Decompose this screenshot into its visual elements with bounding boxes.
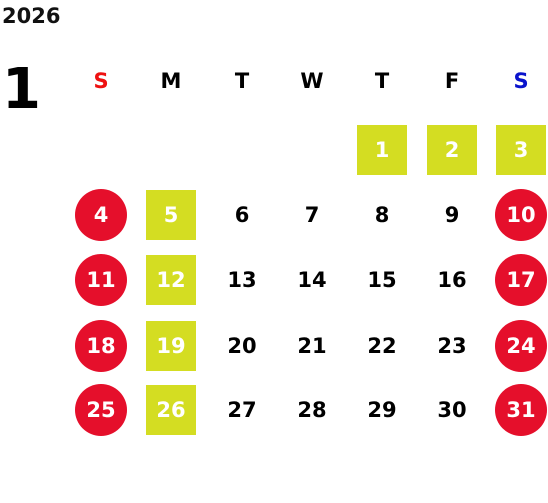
day-cell-13: 13 [217, 255, 267, 305]
day-cell-26: 26 [146, 385, 196, 435]
day-cell-8: 8 [357, 190, 407, 240]
day-number: 8 [374, 203, 390, 227]
day-cell-23: 23 [427, 321, 477, 371]
weekday-thu: T [374, 69, 390, 93]
day-cell-18: 18 [75, 320, 127, 372]
day-number: 9 [444, 203, 460, 227]
day-cell-10: 10 [495, 189, 547, 241]
day-number: 18 [86, 334, 116, 358]
day-number: 21 [297, 334, 327, 358]
day-number: 30 [437, 398, 467, 422]
day-number: 11 [86, 268, 116, 292]
day-number: 31 [506, 398, 536, 422]
day-cell-25: 25 [75, 384, 127, 436]
day-number: 7 [304, 203, 320, 227]
day-cell-28: 28 [287, 385, 337, 435]
day-number: 14 [297, 268, 327, 292]
day-number: 24 [506, 334, 536, 358]
weekday-fri: F [444, 69, 460, 93]
day-number: 2 [444, 138, 460, 162]
day-number: 6 [234, 203, 250, 227]
day-cell-15: 15 [357, 255, 407, 305]
day-number: 4 [93, 203, 109, 227]
day-cell-27: 27 [217, 385, 267, 435]
day-cell-30: 30 [427, 385, 477, 435]
day-number: 17 [506, 268, 536, 292]
day-number: 26 [156, 398, 186, 422]
weekday-wed: W [300, 69, 324, 93]
day-number: 5 [163, 203, 179, 227]
day-number: 25 [86, 398, 116, 422]
day-number: 15 [367, 268, 397, 292]
day-cell-3: 3 [496, 125, 546, 175]
day-cell-5: 5 [146, 190, 196, 240]
day-cell-14: 14 [287, 255, 337, 305]
day-number: 29 [367, 398, 397, 422]
day-cell-29: 29 [357, 385, 407, 435]
day-cell-2: 2 [427, 125, 477, 175]
day-cell-22: 22 [357, 321, 407, 371]
day-cell-20: 20 [217, 321, 267, 371]
day-cell-31: 31 [495, 384, 547, 436]
day-number: 16 [437, 268, 467, 292]
day-number: 12 [156, 268, 186, 292]
day-cell-16: 16 [427, 255, 477, 305]
year-label: 2026 [2, 4, 61, 28]
day-number: 19 [156, 334, 186, 358]
day-cell-9: 9 [427, 190, 477, 240]
day-cell-21: 21 [287, 321, 337, 371]
weekday-sat: S [513, 69, 529, 93]
day-cell-1: 1 [357, 125, 407, 175]
day-number: 22 [367, 334, 397, 358]
day-number: 28 [297, 398, 327, 422]
weekday-sun: S [93, 69, 109, 93]
day-cell-7: 7 [287, 190, 337, 240]
day-cell-11: 11 [75, 254, 127, 306]
day-cell-6: 6 [217, 190, 267, 240]
day-number: 1 [374, 138, 390, 162]
day-cell-4: 4 [75, 189, 127, 241]
day-number: 20 [227, 334, 257, 358]
day-cell-24: 24 [495, 320, 547, 372]
weekday-mon: M [160, 69, 182, 93]
day-cell-17: 17 [495, 254, 547, 306]
day-number: 10 [506, 203, 536, 227]
day-cell-19: 19 [146, 321, 196, 371]
day-number: 3 [513, 138, 529, 162]
month-number: 1 [2, 57, 41, 122]
day-number: 23 [437, 334, 467, 358]
weekday-tue: T [234, 69, 250, 93]
day-cell-12: 12 [146, 255, 196, 305]
day-number: 13 [227, 268, 257, 292]
day-number: 27 [227, 398, 257, 422]
